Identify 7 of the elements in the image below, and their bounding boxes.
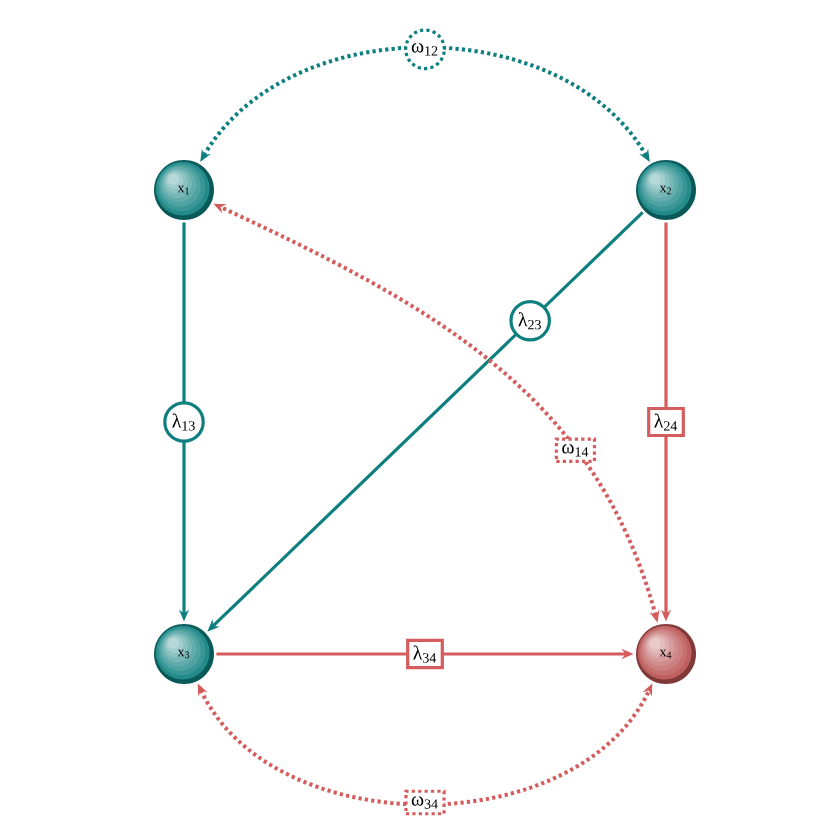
edge-label: λ$_{34}$	[406, 638, 444, 670]
edge-label: λ$_{23}$	[509, 299, 551, 342]
edge-label: λ$_{13}$	[163, 401, 205, 443]
edge-label: ω$_{12}$	[404, 28, 446, 71]
edge-label: ω$_{34}$	[404, 789, 446, 816]
edge-label: ω$_{14}$	[554, 437, 597, 463]
edge-label: λ$_{24}$	[647, 406, 685, 438]
